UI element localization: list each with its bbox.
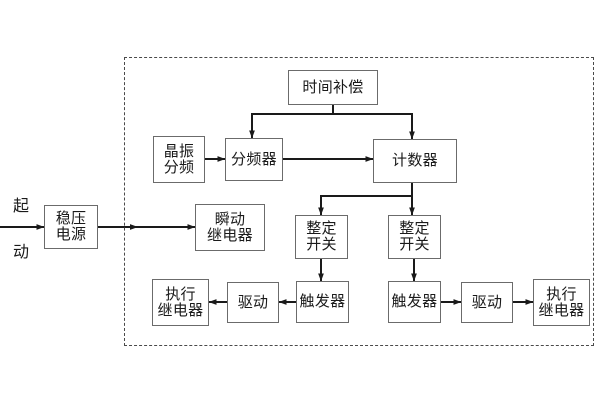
setting-switch-right: 整定开关 (388, 215, 441, 259)
trigger-left: 触发器 (296, 281, 349, 323)
trigger-right-label: 触发器 (391, 292, 438, 311)
trigger-right: 触发器 (388, 281, 441, 323)
drive-left-label: 驱动 (237, 292, 269, 311)
execution-relay-right-label: 继电器 (538, 300, 585, 319)
instantaneous-relay: 瞬动继电器 (195, 204, 265, 251)
setting-switch-left-label: 开关 (306, 235, 337, 253)
instantaneous-relay-label: 瞬动 (214, 209, 246, 228)
setting-switch-left-label: 整定 (306, 219, 337, 238)
voltage-regulator-power-label: 电源 (55, 225, 87, 243)
counter-label: 计数器 (392, 151, 438, 170)
setting-switch-right-label: 整定 (399, 219, 430, 238)
trigger-left-label: 触发器 (299, 292, 346, 311)
crystal-divider-label: 分频 (163, 157, 195, 176)
frequency-divider: 分频器 (225, 138, 283, 181)
start-label-line: 动 (12, 242, 29, 261)
voltage-regulator-power: 稳压电源 (44, 205, 98, 249)
time-compensation-label: 时间补偿 (302, 77, 364, 96)
crystal-divider-label: 晶振 (163, 141, 195, 160)
dashed-enclosure (124, 57, 594, 346)
voltage-regulator-power-label: 稳压 (55, 209, 87, 228)
time-compensation: 时间补偿 (288, 70, 378, 105)
execution-relay-right: 执行继电器 (533, 279, 590, 326)
setting-switch-right-label: 开关 (399, 235, 430, 253)
execution-relay-right-label: 执行 (546, 284, 577, 303)
execution-relay-left: 执行继电器 (152, 279, 209, 326)
execution-relay-left-label: 执行 (165, 284, 196, 303)
counter: 计数器 (373, 139, 457, 183)
drive-left: 驱动 (227, 282, 279, 323)
frequency-divider-label: 分频器 (231, 149, 277, 168)
instantaneous-relay-label: 继电器 (207, 225, 253, 244)
drive-right-label: 驱动 (471, 292, 503, 311)
start-label-line: 起 (12, 196, 29, 215)
start-label: 起动 (10, 198, 32, 260)
crystal-divider: 晶振分频 (153, 136, 205, 183)
drive-right: 驱动 (461, 282, 513, 323)
execution-relay-left-label: 继电器 (157, 300, 204, 319)
setting-switch-left: 整定开关 (295, 215, 348, 259)
